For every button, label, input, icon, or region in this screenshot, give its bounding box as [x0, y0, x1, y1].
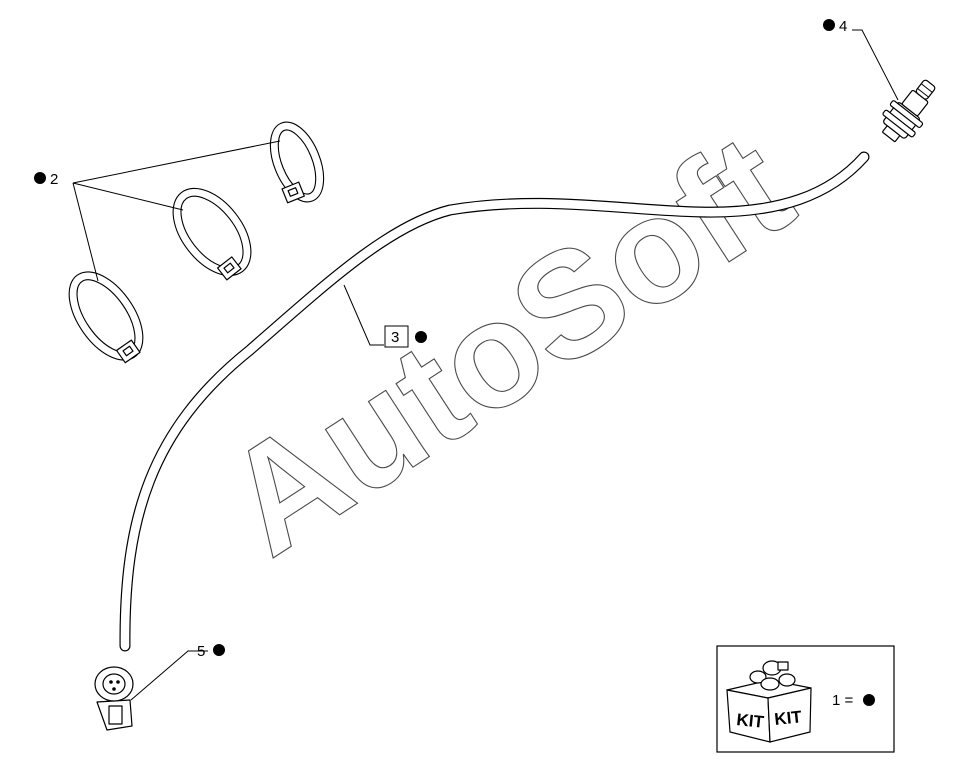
connector-part[interactable] — [874, 72, 946, 149]
callout-4-number: 4 — [839, 18, 847, 35]
plug-part[interactable] — [94, 666, 134, 731]
callout-2-number: 2 — [50, 171, 58, 188]
callout-3-number: 3 — [391, 329, 399, 346]
cable-tie-part-3[interactable] — [60, 265, 152, 368]
kit-label-right: KIT — [773, 707, 803, 729]
kit-box-icon: KIT KIT — [726, 660, 812, 743]
callout-2[interactable]: 2 — [34, 171, 58, 188]
watermark-text: AutoSoft — [196, 101, 818, 587]
kit-label-left: KIT — [736, 710, 766, 732]
callout-4[interactable]: 4 — [823, 18, 847, 35]
leader-lines — [72, 29, 899, 701]
callout-5-number: 5 — [197, 643, 205, 660]
hose-part[interactable] — [119, 151, 870, 652]
kit-legend-text: 1 = — [832, 692, 854, 709]
callout-5[interactable]: 5 — [197, 643, 225, 660]
kit-legend-box: KIT KIT 1 = — [716, 645, 895, 753]
cable-tie-part-2[interactable] — [163, 180, 261, 285]
kit-legend-dot — [863, 694, 875, 706]
callout-3[interactable]: 3 — [384, 325, 427, 348]
cable-tie-part-1[interactable] — [265, 120, 329, 205]
